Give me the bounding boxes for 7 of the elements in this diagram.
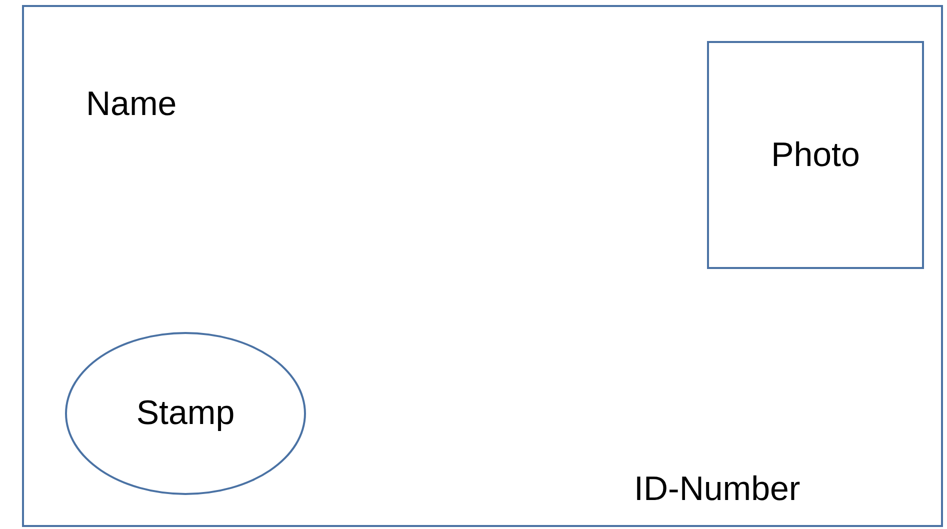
name-field-label: Name	[86, 85, 177, 124]
id-number-label: ID-Number	[634, 470, 800, 509]
card-outline	[22, 5, 943, 527]
photo-box	[707, 41, 924, 269]
stamp-ellipse	[65, 332, 306, 495]
node-label: Photo	[771, 136, 860, 174]
node-label: Stamp	[136, 394, 235, 433]
